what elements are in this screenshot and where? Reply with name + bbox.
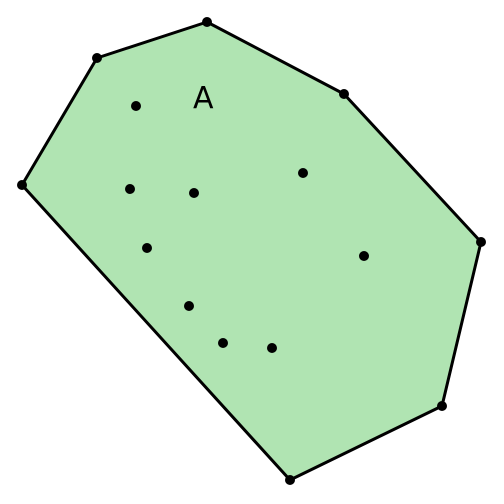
region-label-a: A	[193, 81, 214, 116]
interior-point	[142, 243, 152, 253]
hull-vertex-point	[437, 401, 447, 411]
hull-vertex-point	[339, 89, 349, 99]
interior-point	[131, 101, 141, 111]
hull-vertex-point	[285, 475, 295, 485]
hull-vertex-point	[202, 17, 212, 27]
hull-vertices	[17, 17, 486, 485]
hull-vertex-point	[476, 237, 486, 247]
interior-point	[218, 338, 228, 348]
interior-point	[359, 251, 369, 261]
hull-vertex-point	[92, 53, 102, 63]
interior-point	[189, 188, 199, 198]
interior-point	[267, 343, 277, 353]
interior-point	[298, 168, 308, 178]
convex-hull-region	[20, 20, 483, 482]
interior-point	[184, 301, 194, 311]
interior-points	[125, 101, 369, 353]
interior-point	[125, 184, 135, 194]
hull-vertex-point	[17, 180, 27, 190]
